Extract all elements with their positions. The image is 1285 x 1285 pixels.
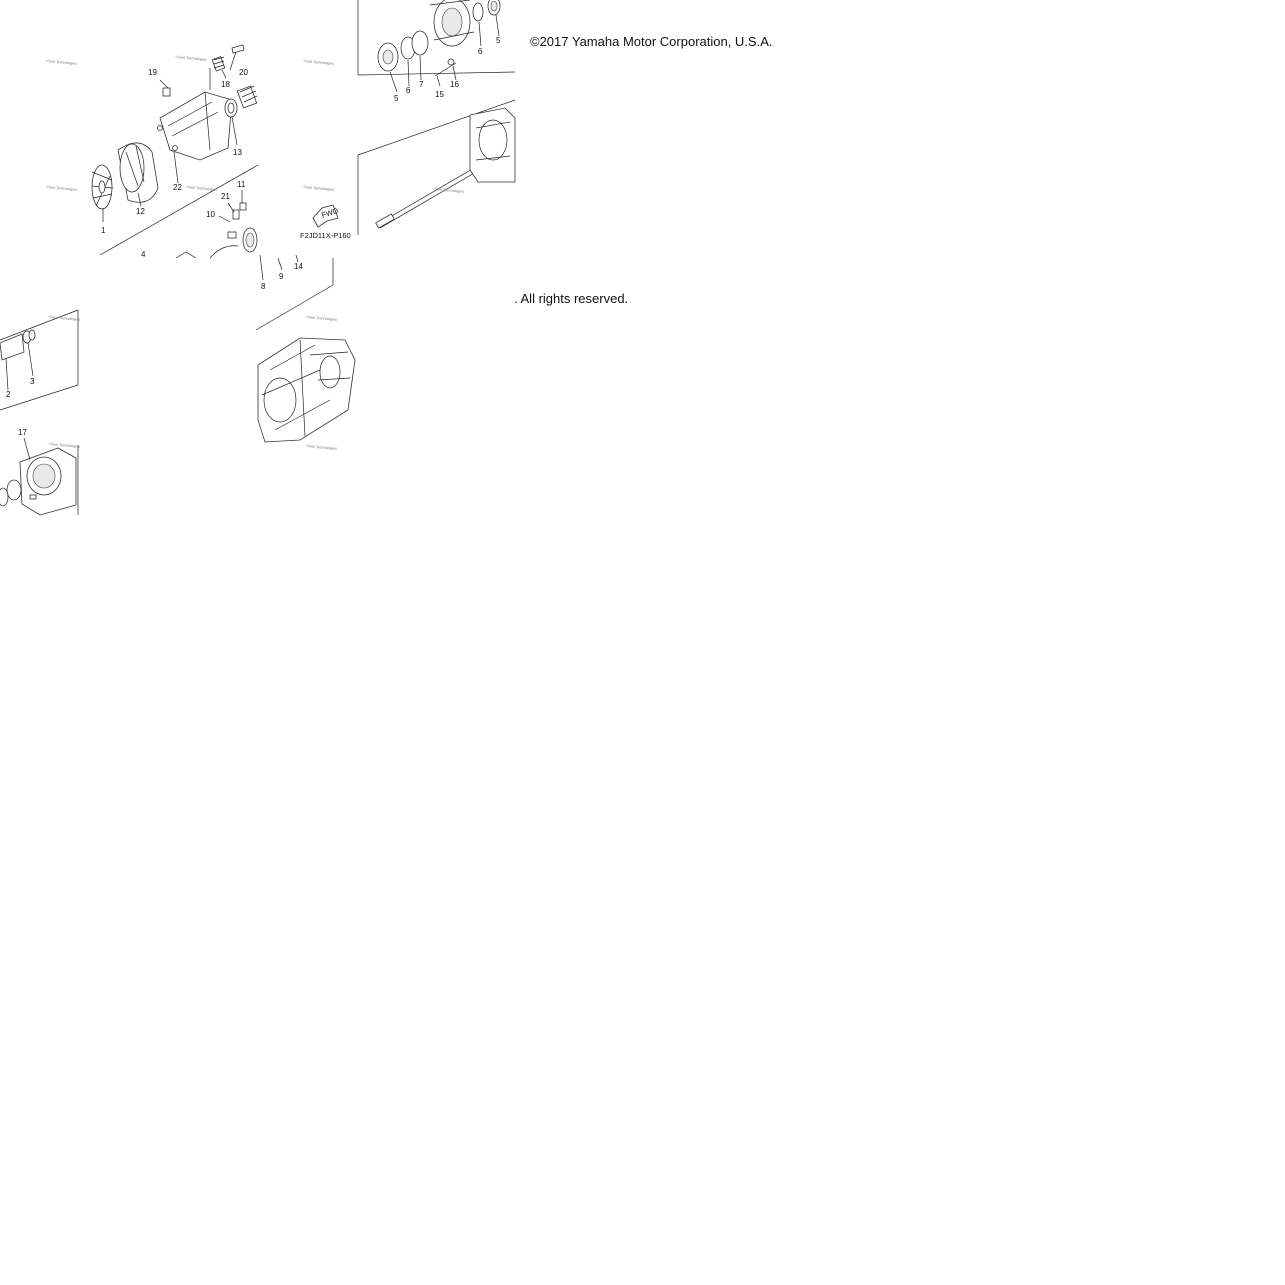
callout-15: 15 xyxy=(435,90,444,99)
watermark: ~Fleet Technologies xyxy=(185,185,217,192)
callout-19: 19 xyxy=(148,68,157,77)
leader-lines xyxy=(5,14,500,461)
watermark: ~Fleet Technologies xyxy=(432,187,464,194)
callout-14: 14 xyxy=(294,262,303,271)
seal-part xyxy=(224,85,258,118)
watermark: ~Fleet Technologies xyxy=(305,315,337,322)
shaft-sleeve-part xyxy=(0,329,36,361)
callout-20: 20 xyxy=(239,68,248,77)
callout-11: 11 xyxy=(237,180,246,189)
copyright-line-1: ©2017 Yamaha Motor Corporation, U.S.A. xyxy=(530,34,773,49)
callout-6: 6 xyxy=(406,86,411,95)
watermark: ~Fleet Technologies xyxy=(175,55,207,62)
liner-part xyxy=(117,142,159,203)
callout-6: 6 xyxy=(478,47,483,56)
copyright-line-2: . All rights reserved. xyxy=(514,291,629,306)
callout-12: 12 xyxy=(136,207,145,216)
callout-4: 4 xyxy=(141,250,146,259)
callout-18: 18 xyxy=(221,80,230,89)
engine-coupler-part xyxy=(469,107,516,183)
figure-code: F2JD11X-P160 xyxy=(300,231,351,240)
watermark-group: ~Fleet Technologies ~Fleet Technologies … xyxy=(45,55,464,451)
impeller-part xyxy=(91,164,114,210)
bearing-housing-parts xyxy=(377,0,501,77)
callout-10: 10 xyxy=(206,210,215,219)
small-hardware-parts xyxy=(175,202,258,259)
callout-13: 13 xyxy=(233,148,242,157)
fwd-arrow-icon: FWD xyxy=(312,204,340,228)
watermark: ~Fleet Technologies xyxy=(45,59,77,66)
callout-17: 17 xyxy=(18,428,27,437)
callout-5: 5 xyxy=(394,94,399,103)
callout-16: 16 xyxy=(450,80,459,89)
callout-2: 2 xyxy=(6,390,11,399)
callout-21: 21 xyxy=(221,192,230,201)
watermark: ~Fleet Technologies xyxy=(45,185,77,192)
watermark: ~Fleet Technologies xyxy=(48,442,80,449)
callout-3: 3 xyxy=(30,377,35,386)
callout-9: 9 xyxy=(279,272,284,281)
watermark: ~Fleet Technologies xyxy=(302,59,334,66)
watermark: ~Fleet Technologies xyxy=(305,444,337,451)
callout-numbers: 1 2 3 4 5 5 6 6 7 8 9 10 11 12 13 14 15 … xyxy=(6,36,501,437)
callout-1: 1 xyxy=(101,226,106,235)
callout-8: 8 xyxy=(261,282,266,291)
exploded-parts-diagram: FWD F2JD11X-P160 ~Fleet Technologies ~Fl… xyxy=(0,0,516,516)
pump-assembly-part xyxy=(257,337,356,443)
nozzle-part xyxy=(0,447,77,516)
callout-7: 7 xyxy=(419,80,424,89)
frame-lines xyxy=(0,0,516,515)
pump-housing-part xyxy=(157,91,233,161)
callout-5: 5 xyxy=(496,36,501,45)
callout-22: 22 xyxy=(173,183,182,192)
bolt-parts xyxy=(162,44,245,97)
watermark: ~Fleet Technologies xyxy=(302,185,334,192)
watermark: ~Fleet Technologies xyxy=(48,315,80,322)
